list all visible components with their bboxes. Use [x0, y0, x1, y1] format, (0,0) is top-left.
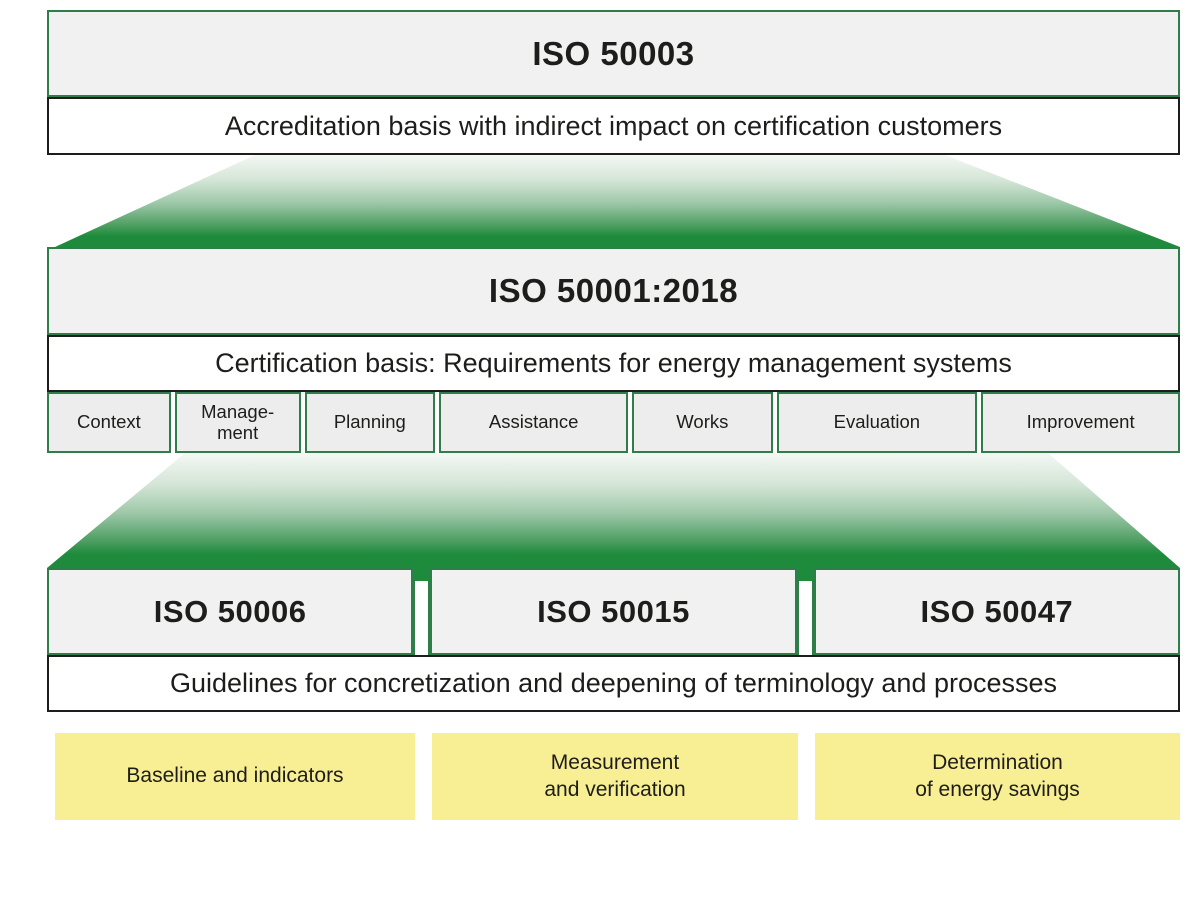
clause-box-planning: Planning — [304, 392, 436, 453]
clause-box-context: Context — [47, 392, 171, 453]
clause-row: Context Manage- ment Planning Assistance… — [47, 392, 1180, 453]
clause-label: Works — [676, 411, 729, 433]
iso-50001-title-box: ISO 50001:2018 — [47, 247, 1180, 335]
standards-gap — [796, 568, 814, 655]
clause-label: Evaluation — [833, 411, 921, 433]
certification-subtitle-bar: Certification basis: Requirements for en… — [47, 335, 1180, 392]
iso-50003-title-box: ISO 50003 — [47, 10, 1180, 97]
clause-box-works: Works — [632, 392, 773, 453]
accreditation-subtitle-bar: Accreditation basis with indirect impact… — [47, 97, 1180, 155]
clause-box-evaluation: Evaluation — [776, 392, 978, 453]
clause-box-assistance: Assistance — [439, 392, 629, 453]
topic-label: and verification — [544, 777, 686, 801]
iso-50006-title: ISO 50006 — [153, 593, 307, 629]
certification-subtitle: Certification basis: Requirements for en… — [215, 348, 1012, 378]
iso-50015-title: ISO 50015 — [537, 593, 690, 629]
topic-box-determination: Determination of energy savings — [815, 733, 1180, 820]
funnel-top-gradient — [55, 155, 1180, 247]
clause-label: ment — [217, 421, 259, 443]
clause-box-management: Manage- ment — [174, 392, 301, 453]
standards-gap — [413, 568, 431, 655]
standard-box-iso-50006: ISO 50006 — [47, 568, 414, 655]
topic-label: of energy savings — [915, 777, 1080, 801]
clause-label: Improvement — [1026, 411, 1135, 433]
guidelines-subtitle-bar: Guidelines for concretization and deepen… — [47, 655, 1180, 712]
topic-box-baseline: Baseline and indicators — [55, 733, 415, 820]
clause-label: Planning — [333, 411, 406, 433]
topic-label: Determination — [932, 751, 1063, 775]
funnel-bottom-gradient — [47, 453, 1180, 568]
standard-box-iso-50015: ISO 50015 — [430, 568, 797, 655]
topics-row: Baseline and indicators Measurement and … — [55, 733, 1180, 820]
iso-50047-title: ISO 50047 — [920, 593, 1074, 629]
clause-label: Context — [77, 411, 141, 433]
iso-50003-title: ISO 50003 — [532, 34, 695, 72]
clause-box-improvement: Improvement — [981, 392, 1180, 453]
topic-label: Baseline and indicators — [126, 764, 344, 788]
topic-box-measurement: Measurement and verification — [432, 733, 798, 820]
guidelines-subtitle: Guidelines for concretization and deepen… — [169, 668, 1058, 698]
clause-label: Assistance — [488, 411, 579, 433]
topic-label: Measurement — [550, 751, 680, 775]
iso-50001-title: ISO 50001:2018 — [488, 272, 739, 309]
standards-row: ISO 50006 ISO 50015 ISO 50047 — [47, 568, 1180, 655]
clause-label: Manage- — [201, 401, 275, 423]
accreditation-subtitle: Accreditation basis with indirect impact… — [224, 110, 1003, 141]
standard-box-iso-50047: ISO 50047 — [813, 568, 1180, 655]
